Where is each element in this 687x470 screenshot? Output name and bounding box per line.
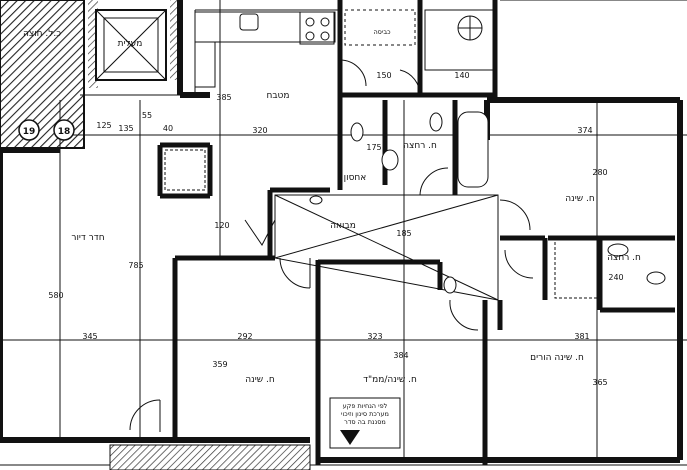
hatched-shaft (0, 0, 85, 149)
dim-385: 385 (216, 93, 231, 102)
dim-240: 240 (608, 273, 623, 282)
label-top-left: כ.ל. חוצה (23, 29, 61, 39)
dim-40: 40 (163, 124, 173, 133)
exterior-walls (0, 0, 683, 463)
doors (129, 59, 534, 432)
dim-280: 280 (592, 168, 607, 177)
axis-label-18: 18 (58, 127, 71, 137)
label-kitchen: מטבח (266, 91, 289, 101)
label-bedroom-left: ח. שינה (245, 375, 275, 385)
hatched-column-1 (88, 0, 98, 88)
label-bedroom-right: ח. שינה (565, 194, 595, 204)
dim-580: 580 (48, 291, 63, 300)
label-laundry: כביסה (373, 28, 391, 36)
balcony-strip (109, 444, 311, 470)
dim-359: 359 (212, 360, 227, 369)
dim-175: 175 (366, 143, 381, 152)
label-bedroom-mamad: ח. שינה/ממ"ד (363, 375, 417, 385)
dim-292: 292 (237, 332, 252, 341)
axis-label-19: 19 (23, 127, 36, 137)
mamad-note-line-2: מערכת סינון וזיכוי (341, 410, 389, 418)
dim-345: 345 (82, 332, 97, 341)
hall-x (274, 194, 499, 301)
dim-120: 120 (214, 221, 229, 230)
dim-185: 185 (396, 229, 411, 238)
label-bedroom-master: ח. שינה הורים (530, 353, 584, 363)
hatched-column-2 (170, 0, 180, 80)
label-bath-master: ח. רחצה (607, 253, 641, 263)
note-arrow-icon (340, 430, 360, 445)
dim-365: 365 (592, 378, 607, 387)
label-hall: מבואה (330, 221, 356, 231)
mamad-note-box (329, 397, 401, 449)
dim-125: 125 (96, 121, 111, 130)
kitchen-fixtures (164, 11, 336, 191)
dim-140: 140 (454, 71, 469, 80)
dim-55: 55 (142, 111, 152, 120)
dim-150: 150 (376, 71, 391, 80)
dim-323: 323 (367, 332, 382, 341)
label-elevator: מעלית (118, 39, 143, 49)
label-storage: אחסון (344, 173, 367, 183)
dim-384: 384 (393, 351, 408, 360)
label-bath-main: ח. רחצה (403, 141, 437, 151)
label-living: חדר דיור (71, 233, 104, 243)
bath-fixtures (309, 9, 666, 299)
mamad-note-line-3: מסננת בה סדר (344, 418, 386, 426)
dim-374: 374 (577, 126, 592, 135)
dim-135: 135 (118, 124, 133, 133)
axis-circle-19 (18, 119, 40, 141)
dim-785: 785 (128, 261, 143, 270)
mamad-note-line-1: לפי הנחיות פקע (343, 402, 388, 410)
dim-381: 381 (574, 332, 589, 341)
interior-walls (157, 0, 675, 465)
axis-circle-18 (53, 119, 75, 141)
dim-320: 320 (252, 126, 267, 135)
